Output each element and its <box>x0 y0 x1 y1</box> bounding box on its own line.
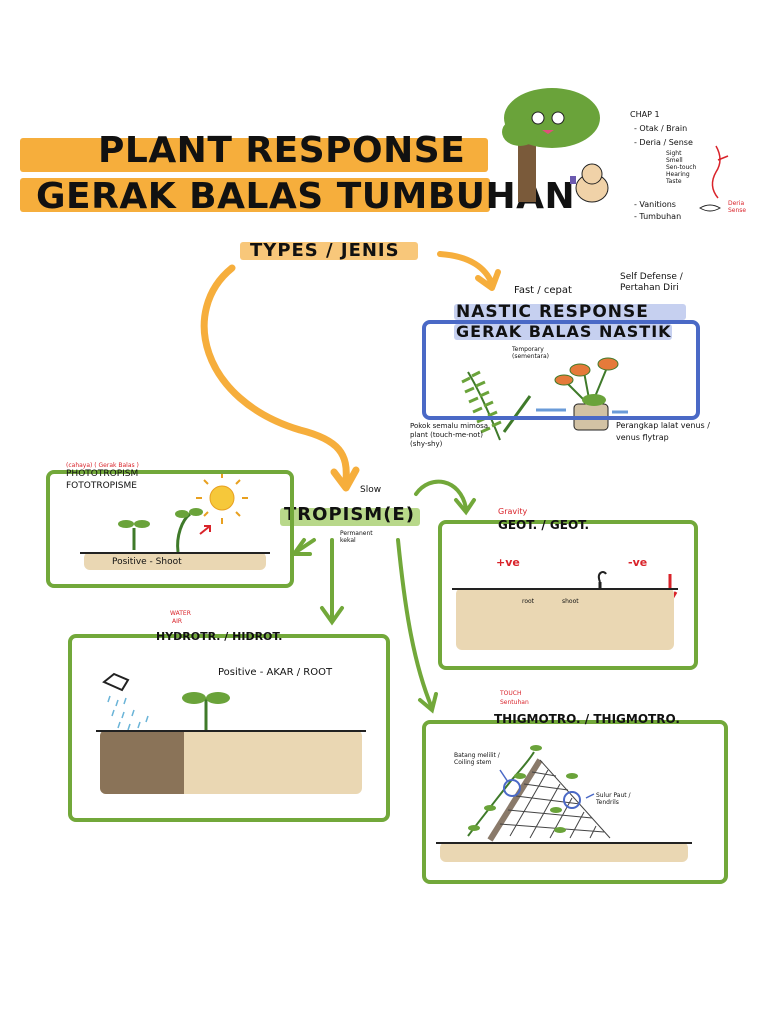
phototropism-title-2: FOTOTROPISME <box>66 481 137 491</box>
chap-item-4: - Tumbuhan <box>634 212 682 221</box>
trellis-icon <box>467 745 611 842</box>
title-highlight-1 <box>20 138 488 172</box>
phototropism-ground <box>80 552 270 554</box>
deria-note: Deria Sense <box>728 200 747 214</box>
types-highlight <box>240 242 418 260</box>
nastic-self-defense: Self Defense / Pertahan Diri <box>620 272 683 293</box>
hydrotropism-red-note-1: WATER <box>170 610 191 617</box>
geotropism-soil <box>456 588 674 650</box>
phototropism-soil <box>84 552 266 570</box>
geotropism-title: GEOT. / GEOT. <box>498 518 590 532</box>
nastic-title-1: NASTIC RESPONSE <box>456 302 649 322</box>
sense-smell: Smell <box>666 157 683 164</box>
nastic-fast: Fast / cepat <box>514 285 572 296</box>
thigmotropism-ground <box>436 842 692 844</box>
thigmotropism-box <box>422 720 728 884</box>
tree-icon <box>502 88 600 202</box>
tropism-permanent: Permanent kekal <box>340 530 373 544</box>
geotropism-neg: -ve <box>628 556 648 569</box>
nastic-highlight-1 <box>454 304 686 320</box>
geotropism-root-label: root <box>522 598 535 605</box>
thigmotropism-tendrils: Sulur Paut / Tendrils <box>596 792 631 806</box>
title-highlight-2 <box>20 178 490 212</box>
sun-icon <box>196 472 248 524</box>
title-line-1: PLANT RESPONSE <box>98 130 466 171</box>
arrow-to-geotropism <box>414 479 468 510</box>
title-line-2: GERAK BALAS TUMBUHAN <box>36 176 576 217</box>
chap-item-3: - Vanitions <box>634 200 676 209</box>
watering-can-icon <box>102 672 149 731</box>
arrow-to-thigmotropism <box>396 538 434 710</box>
sense-hearing: Hearing <box>666 171 690 178</box>
nastic-box <box>422 320 700 420</box>
thigmotropism-coiling: Batang melilit / Coiling stem <box>454 752 500 766</box>
chap-item-1: - Otak / Brain <box>634 124 688 133</box>
sense-touch: Sen-touch <box>666 164 697 171</box>
thigmotropism-red-note-1: TOUCH <box>500 690 522 697</box>
mimosa-label: Pokok semalu mimosa plant (touch-me-not)… <box>410 422 489 448</box>
hydrotropism-wet-soil <box>100 730 184 794</box>
tropism-label: TROPISM(E) <box>284 504 415 525</box>
cat-icon <box>570 163 609 203</box>
nastic-highlight-2 <box>454 324 672 340</box>
phototropism-box <box>46 470 294 588</box>
thigmotropism-soil <box>440 842 688 862</box>
geotropism-red-note: Gravity <box>498 507 528 516</box>
geotropism-shoot-label: shoot <box>562 598 579 605</box>
phototropism-caption: Positive - Shoot <box>112 557 182 567</box>
phototropism-red-note: (cahaya) ( Gerak Balas ) <box>66 462 139 469</box>
hydrotropism-box <box>68 634 390 822</box>
hydrotropism-title: HYDROTR. / HIDROT. <box>156 630 283 643</box>
chap-item-2: - Deria / Sense <box>634 138 693 147</box>
venus-label: Perangkap lalat venus / venus flytrap <box>616 421 710 442</box>
chap-heading: CHAP 1 <box>630 110 660 119</box>
mimosa-icon <box>461 370 532 441</box>
geotropism-pos: +ve <box>496 556 520 569</box>
seedling-bent-icon <box>175 508 203 553</box>
sense-taste: Taste <box>666 178 682 185</box>
thigmotropism-title: THIGMOTRO. / THIGMOTRO. <box>494 712 680 726</box>
arrow-to-tropism <box>200 264 350 484</box>
sprout-icon <box>182 692 230 730</box>
thigmotropism-red-note-2: Sentuhan <box>500 699 529 706</box>
nastic-temporary: Temporary (sementara) <box>512 346 550 360</box>
types-label: TYPES / JENIS <box>250 240 400 261</box>
phototropism-title-1: PHOTOTROPISM <box>66 469 139 479</box>
hydrotropism-caption: Positive - AKAR / ROOT <box>218 667 333 678</box>
hydrotropism-ground <box>96 730 366 732</box>
sense-sight: Sight <box>666 150 682 157</box>
nastic-title-2: GERAK BALAS NASTIK <box>456 322 672 341</box>
tropism-highlight <box>280 508 420 526</box>
geotropism-box <box>438 520 698 670</box>
hydrotropism-red-note-2: AIR <box>172 618 183 625</box>
seedling-upright-icon <box>118 520 150 550</box>
arrow-to-nastic <box>437 251 495 287</box>
tropism-slow: Slow <box>360 485 382 495</box>
geotropism-ground <box>452 588 678 590</box>
